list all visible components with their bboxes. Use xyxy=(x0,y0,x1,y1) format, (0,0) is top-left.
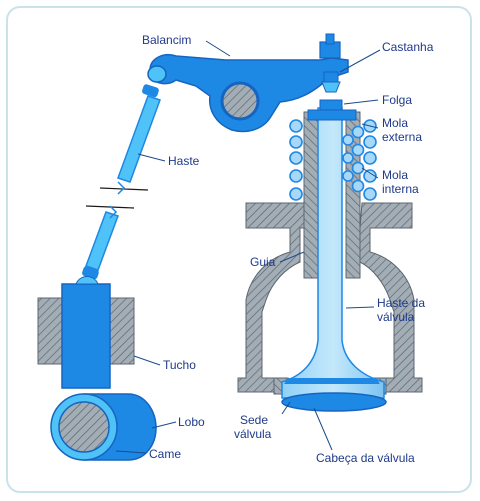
label-mola-interna-1: Mola xyxy=(382,168,408,182)
label-castanha: Castanha xyxy=(382,40,434,54)
pushrod xyxy=(78,84,161,295)
label-haste-valvula-2: válvula xyxy=(377,310,415,324)
valve xyxy=(281,107,387,412)
lifter-bore-block xyxy=(37,297,135,365)
outer-valve-spring xyxy=(289,119,377,201)
rocker-arm xyxy=(147,54,349,133)
label-sede-1: Sede xyxy=(240,413,268,427)
label-came: Came xyxy=(149,447,181,461)
label-cabeca-valvula: Cabeça da válvula xyxy=(316,451,415,465)
label-sede-2: válvula xyxy=(234,427,272,441)
label-folga: Folga xyxy=(382,93,412,107)
label-lobo: Lobo xyxy=(178,415,205,429)
label-tucho: Tucho xyxy=(163,358,196,372)
label-haste-valvula-1: Haste da xyxy=(377,296,425,310)
label-guia: Guia xyxy=(250,255,276,269)
label-haste: Haste xyxy=(168,154,200,168)
leader-lines xyxy=(115,40,381,454)
label-mola-externa-1: Mola xyxy=(382,116,408,130)
label-mola-externa-2: externa xyxy=(382,130,422,144)
adjusting-screw-nut xyxy=(319,33,341,93)
lifter xyxy=(61,276,111,389)
inner-valve-spring xyxy=(342,125,365,193)
labels: Balancim Castanha Folga Mola externa Mol… xyxy=(142,33,434,465)
diagram-frame xyxy=(6,6,472,493)
label-balancim: Balancim xyxy=(142,33,191,47)
camshaft xyxy=(50,393,157,461)
label-mola-interna-2: interna xyxy=(382,182,419,196)
valve-spring-retainer xyxy=(307,99,357,121)
